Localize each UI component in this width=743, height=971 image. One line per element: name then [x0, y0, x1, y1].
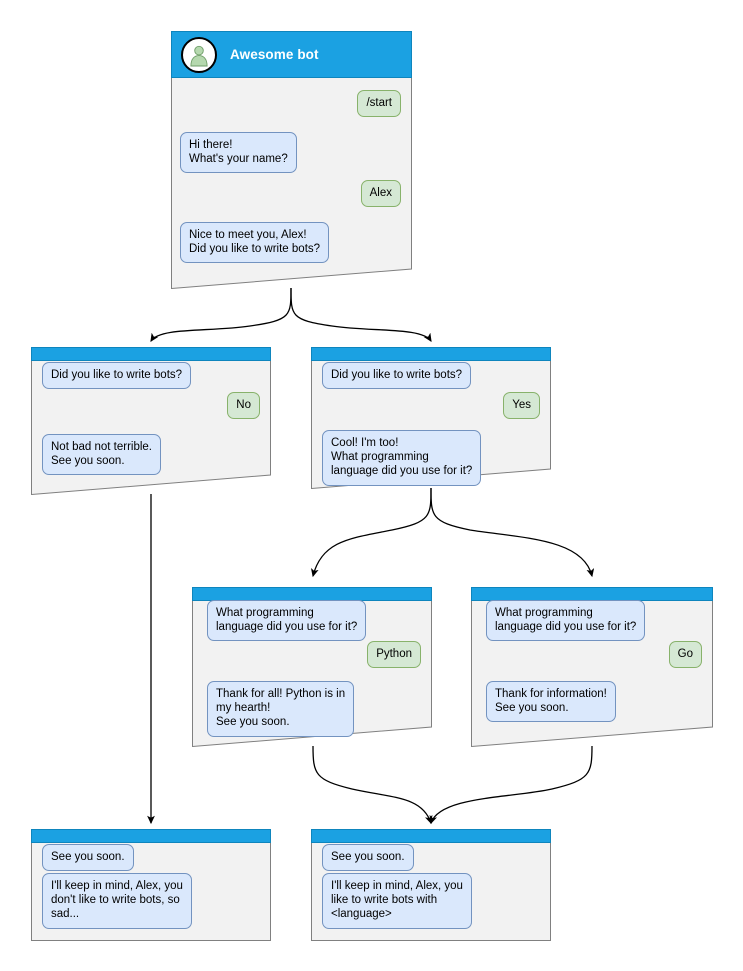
user-message-bubble[interactable]: Python [367, 641, 421, 669]
edge-python-to-end-yes [312, 745, 433, 825]
card-header [31, 347, 271, 361]
card-end-yes[interactable]: See you soon. I'll keep in mind, Alex, y… [311, 829, 551, 941]
message-row: I'll keep in mind, Alex, you don't like … [42, 873, 260, 929]
edge-root-to-no [150, 287, 292, 342]
edge-go-to-end-yes [429, 745, 593, 825]
card-python-branch[interactable]: What programming language did you use fo… [192, 587, 432, 747]
edge-root-to-yes [290, 287, 432, 342]
bot-message-bubble[interactable]: See you soon. [322, 844, 414, 872]
card-header [192, 587, 432, 601]
user-message-bubble[interactable]: Go [668, 641, 702, 669]
bot-message-bubble[interactable]: I'll keep in mind, Alex, you like to wri… [322, 873, 472, 929]
card-yes-branch[interactable]: Did you like to write bots? Yes Cool! I'… [311, 347, 551, 489]
message-row: See you soon. [322, 844, 540, 872]
edge-yes-to-go [430, 487, 595, 578]
user-message-bubble[interactable]: Alex [360, 180, 401, 208]
bot-message-bubble[interactable]: Did you like to write bots? [42, 362, 192, 390]
card-header [311, 347, 551, 361]
card-root[interactable]: Awesome bot /start Hi there! What's your… [171, 31, 412, 289]
bot-message-bubble[interactable]: Cool! I'm too! What programming language… [322, 430, 482, 486]
message-row: Yes [322, 392, 540, 420]
card-go-branch[interactable]: What programming language did you use fo… [471, 587, 713, 747]
bot-message-bubble[interactable]: Hi there! What's your name? [180, 132, 297, 174]
user-message-bubble[interactable]: Yes [503, 392, 540, 420]
message-row: Not bad not terrible. See you soon. [42, 434, 260, 476]
message-row: What programming language did you use fo… [207, 600, 421, 642]
message-row: Thank for all! Python is in my hearth! S… [207, 681, 421, 737]
bot-message-bubble[interactable]: Thank for all! Python is in my hearth! S… [207, 681, 355, 737]
bot-message-bubble[interactable]: What programming language did you use fo… [207, 600, 367, 642]
message-row: Go [486, 641, 702, 669]
card-header: Awesome bot [171, 31, 412, 78]
message-row: No [42, 392, 260, 420]
bot-message-bubble[interactable]: Did you like to write bots? [322, 362, 472, 390]
bot-message-bubble[interactable]: Nice to meet you, Alex! Did you like to … [180, 222, 330, 264]
bot-message-bubble[interactable]: See you soon. [42, 844, 134, 872]
bot-message-bubble[interactable]: I'll keep in mind, Alex, you don't like … [42, 873, 192, 929]
user-message-bubble[interactable]: /start [357, 90, 401, 118]
message-row: Cool! I'm too! What programming language… [322, 430, 540, 486]
message-row: Alex [180, 180, 401, 208]
bot-message-bubble[interactable]: Not bad not terrible. See you soon. [42, 434, 162, 476]
message-row: I'll keep in mind, Alex, you like to wri… [322, 873, 540, 929]
message-row: Hi there! What's your name? [180, 132, 401, 174]
card-header [471, 587, 713, 601]
edge-yes-to-python [310, 487, 432, 578]
message-row: Thank for information! See you soon. [486, 681, 702, 723]
message-row: Did you like to write bots? [322, 362, 540, 390]
bot-message-bubble[interactable]: What programming language did you use fo… [486, 600, 646, 642]
user-message-bubble[interactable]: No [227, 392, 260, 420]
bot-message-bubble[interactable]: Thank for information! See you soon. [486, 681, 616, 723]
card-no-branch[interactable]: Did you like to write bots? No Not bad n… [31, 347, 271, 495]
card-header [311, 829, 551, 843]
message-row: See you soon. [42, 844, 260, 872]
message-row: Python [207, 641, 421, 669]
card-end-no[interactable]: See you soon. I'll keep in mind, Alex, y… [31, 829, 271, 941]
person-avatar-icon [181, 36, 217, 73]
message-row: Did you like to write bots? [42, 362, 260, 390]
message-row: /start [180, 90, 401, 118]
card-title: Awesome bot [230, 47, 319, 62]
card-header [31, 829, 271, 843]
message-row: Nice to meet you, Alex! Did you like to … [180, 222, 401, 264]
message-row: What programming language did you use fo… [486, 600, 702, 642]
